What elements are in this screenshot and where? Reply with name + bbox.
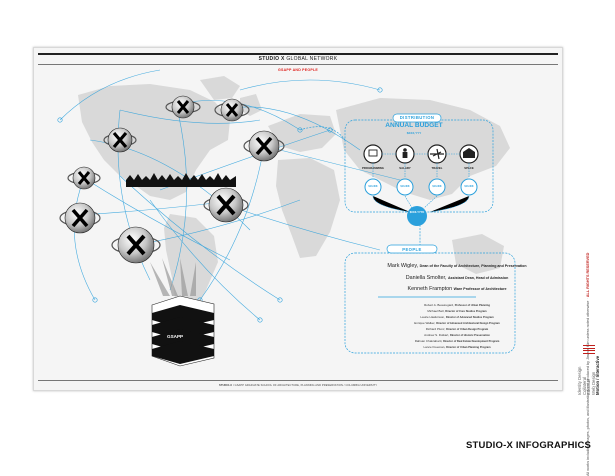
title-rule bbox=[38, 64, 558, 65]
globe-icon bbox=[67, 166, 101, 190]
globe-icon bbox=[165, 95, 201, 119]
globe-icon bbox=[103, 127, 137, 153]
globe-icon bbox=[111, 226, 161, 264]
category-value-space: $10-30K bbox=[464, 185, 474, 188]
top-rule bbox=[38, 53, 558, 55]
faculty-row: Richard Plunz, Director of Urban Design … bbox=[425, 327, 489, 331]
poster-footer: STUDIO-X / GSAPP GRADUATE SCHOOL OF ARCH… bbox=[218, 384, 378, 387]
gsapp-building bbox=[151, 295, 215, 367]
category-label-space: SPACE bbox=[464, 166, 474, 170]
faculty-row: Andrew S. Dolkart, Director of Historic … bbox=[424, 333, 490, 337]
leader-row: Kenneth Frampton Ware Professor of Archi… bbox=[407, 286, 507, 292]
faculty-row: Robert A. Beauregard, Professor of Urban… bbox=[424, 303, 490, 307]
crowd-silhouette bbox=[126, 173, 236, 187]
budget-title: ANNUAL BUDGET bbox=[385, 122, 443, 129]
globe-icons bbox=[59, 95, 285, 264]
page-heading: STUDIO-X INFOGRAPHICS bbox=[466, 440, 592, 451]
budget-value: $XXX,YYY bbox=[406, 131, 422, 135]
world-map bbox=[78, 76, 510, 324]
people-label: PEOPLE bbox=[402, 247, 422, 252]
poster-subtitle: GSAPP AND PEOPLE bbox=[278, 68, 318, 72]
leader-row: Mark Wigley, Dean of the Faculty of Arch… bbox=[387, 263, 527, 269]
budget-center-value: $XXX-YYYK bbox=[409, 211, 425, 214]
category-value-salary: $10-30K bbox=[400, 185, 410, 188]
building-beams bbox=[150, 258, 196, 296]
distribution-label: DISTRIBUTION bbox=[399, 115, 435, 120]
footer-rule bbox=[38, 380, 558, 381]
brand-logo-mark bbox=[583, 345, 595, 354]
category-label-programming: PROGRAMMING bbox=[362, 166, 384, 170]
category-value-circles bbox=[364, 178, 478, 196]
globe-icon bbox=[203, 187, 249, 223]
category-label-salary: SALARY bbox=[399, 166, 411, 170]
category-icons bbox=[363, 144, 479, 164]
building-label: GSAPP bbox=[167, 334, 184, 339]
budget-center-circle bbox=[407, 206, 427, 226]
poster-title: STUDIO X GLOBAL NETWORK bbox=[258, 56, 338, 62]
faculty-row: Enrique Walker, Director of Advanced Arc… bbox=[414, 321, 500, 325]
faculty-row: Rahsan Chakrabarti, Director of Real Est… bbox=[414, 339, 500, 343]
category-value-travel: $10-30K bbox=[432, 185, 442, 188]
category-label-travel: TRAVEL bbox=[431, 166, 443, 170]
faculty-row: Laurie Hawkinson, Director of Advanced S… bbox=[420, 315, 494, 319]
faculty-row: Lance Freeman, Director of Urban Plannin… bbox=[423, 345, 491, 349]
globe-icon bbox=[243, 130, 285, 162]
distribution-label-bg bbox=[392, 113, 442, 123]
category-value-programming: $10-30K bbox=[368, 185, 378, 188]
network-nodes bbox=[57, 87, 383, 323]
globe-icon bbox=[214, 98, 250, 122]
globe-icon bbox=[59, 202, 101, 234]
leader-row: Daniella Smolter, Assistant Dean, Head o… bbox=[405, 275, 509, 281]
category-connectors bbox=[372, 153, 470, 213]
faculty-row: Michael Bell, Director of Core Studios P… bbox=[427, 309, 487, 313]
people-label-bg bbox=[386, 244, 438, 254]
